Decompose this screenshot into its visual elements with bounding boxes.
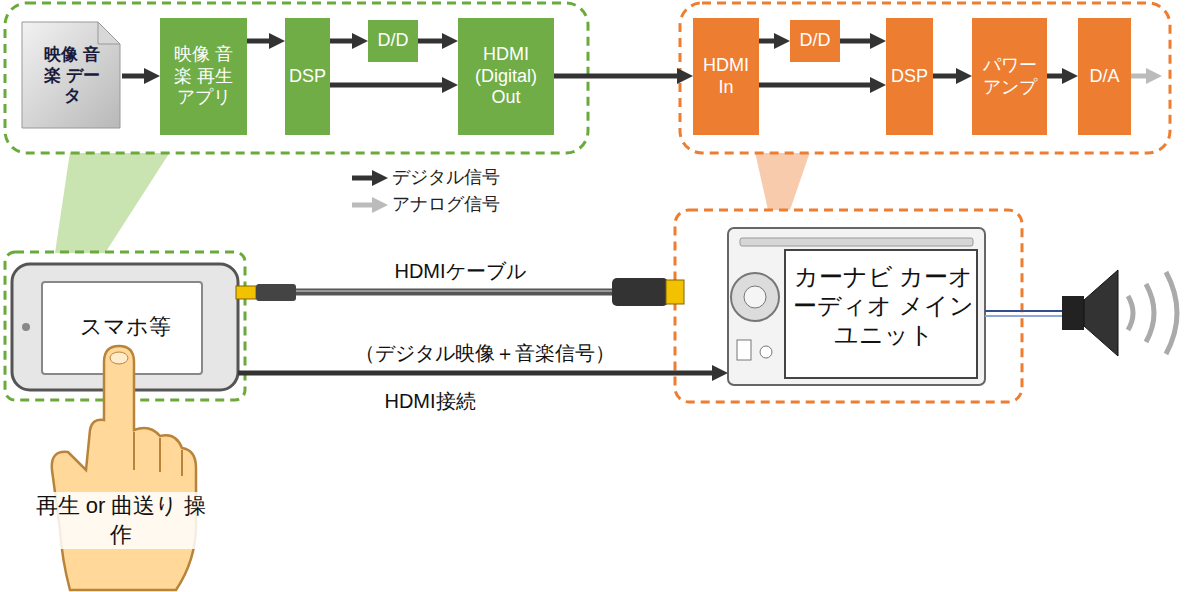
signal-arrow <box>840 39 878 44</box>
callout-outline <box>5 3 588 153</box>
dashed-frame <box>675 210 1022 402</box>
signal-arrow <box>330 83 450 88</box>
process-box: HDMI In <box>693 18 759 135</box>
file-icon-box: 映像 音楽 データ <box>22 24 122 128</box>
box-text: 映像 音楽 再生 アプリ <box>170 44 237 109</box>
signal-arrow <box>122 74 152 79</box>
process-box: D/A <box>1078 18 1131 135</box>
signal-arrow <box>554 74 685 79</box>
callout-outline <box>680 3 1170 153</box>
box-text: D/D <box>800 30 831 52</box>
speaker-cone <box>1084 270 1118 356</box>
speaker-wire <box>985 310 1062 312</box>
fingernail <box>110 352 128 364</box>
control-knob-center <box>744 286 766 308</box>
box-text: パワー アンプ <box>980 55 1039 98</box>
process-box: DSP <box>886 18 933 135</box>
speaker-wire <box>985 315 1062 317</box>
signal-arrow <box>759 39 782 44</box>
aux-jack <box>760 346 772 358</box>
signal-arrow <box>330 39 360 44</box>
process-box: HDMI (Digital) Out <box>458 18 554 135</box>
sound-wave <box>1146 284 1154 342</box>
control-knob <box>731 273 779 321</box>
phone-screen <box>42 282 202 374</box>
signal-arrow <box>238 371 720 376</box>
box-text: DSP <box>289 66 326 88</box>
signal-arrow <box>1047 74 1070 79</box>
cable-label: HDMIケーブル <box>360 258 560 284</box>
hdmi-cable <box>296 289 612 296</box>
cable-label: HDMI接続 <box>350 388 510 414</box>
head-unit-box: カーナビ カーオーディオ メインユニット <box>728 228 987 385</box>
process-box: DSP <box>285 18 330 135</box>
head-unit-body <box>728 228 985 385</box>
hdmi-plug-end <box>666 280 684 304</box>
file-icon <box>22 22 120 128</box>
callout-pointer <box>755 152 810 210</box>
operation-note: 再生 or 曲送り 操作 <box>28 492 214 549</box>
legend-sample <box>352 203 380 208</box>
hdmi-plug-body <box>256 284 296 301</box>
finger-lines <box>134 432 182 476</box>
signal-arrow <box>247 39 277 44</box>
signal-arrow <box>418 39 450 44</box>
phone-label-box: スマホ等 <box>12 264 238 390</box>
process-box: D/D <box>790 20 840 62</box>
sound-wave <box>1166 272 1177 354</box>
signal-arrow <box>759 83 878 88</box>
legend-text: デジタル信号 <box>392 166 500 189</box>
edge-label: （デジタル映像＋音楽信号） <box>300 340 670 366</box>
hdmi-cable-shine <box>296 290 612 292</box>
hdmi-plug-small <box>236 286 256 299</box>
process-box: パワー アンプ <box>972 18 1047 135</box>
box-text: 映像 音楽 データ <box>41 45 103 106</box>
box-text: D/A <box>1089 66 1119 88</box>
sound-wave <box>1128 296 1133 330</box>
callout-pointer <box>55 152 170 253</box>
analog-arrow <box>1131 74 1154 79</box>
process-box: 映像 音楽 再生 アプリ <box>160 18 247 135</box>
speaker-magnet <box>1062 296 1084 330</box>
box-text: HDMI In <box>699 55 753 98</box>
box-text: カーナビ カーオーディオ メインユニット <box>788 263 979 349</box>
legend-sample <box>352 176 380 181</box>
box-text: スマホ等 <box>80 314 171 340</box>
process-box: D/D <box>368 20 418 62</box>
disc-slot <box>740 238 973 246</box>
phone-button <box>22 323 30 331</box>
hdmi-plug-body <box>612 278 668 306</box>
file-icon-corner <box>98 22 120 44</box>
hand-illustration <box>52 346 196 590</box>
box-text: DSP <box>891 66 928 88</box>
usb-port <box>737 340 751 360</box>
legend-text: アナログ信号 <box>392 193 500 216</box>
box-text: HDMI (Digital) Out <box>464 44 548 109</box>
box-text: D/D <box>378 30 409 52</box>
signal-arrow <box>933 74 964 79</box>
